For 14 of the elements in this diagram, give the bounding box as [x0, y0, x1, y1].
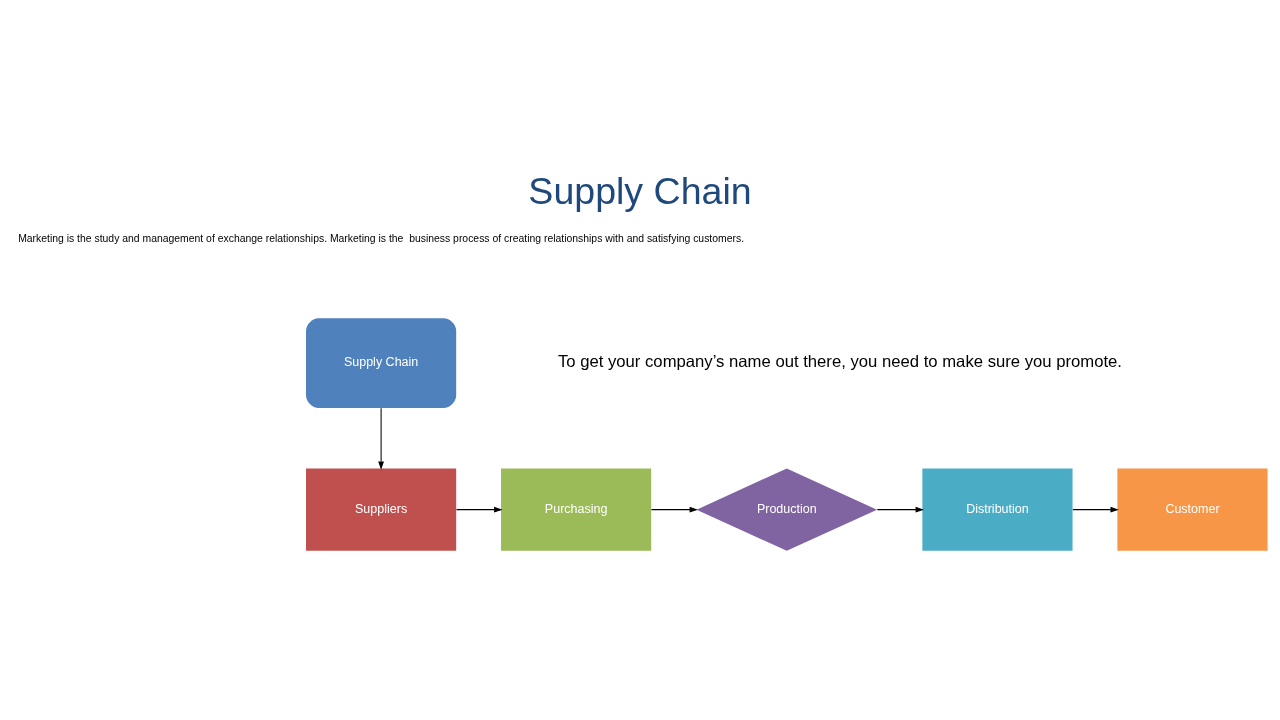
label: Marketing is the study and management of exchange relationships. Marketing is the business process of creating relationships with and satisfying customers.: [18, 232, 745, 244]
arrow: [876, 506, 924, 513]
node-box: Purchasing: [501, 467, 652, 551]
node-box: Supply Chain: [306, 317, 457, 408]
diagram-title: Supply Chain: [528, 169, 752, 212]
label: To get your company’s name out there, you need to make sure you promote.: [557, 351, 1123, 371]
node-box: Suppliers: [306, 467, 457, 551]
arrow: [456, 506, 503, 513]
node-box: Distribution: [922, 467, 1073, 551]
arrow: [378, 407, 385, 470]
arrow: [650, 506, 698, 513]
node-box: Customer: [1117, 467, 1268, 551]
arrow: [1072, 506, 1119, 513]
node-diamond: Production: [696, 467, 877, 551]
